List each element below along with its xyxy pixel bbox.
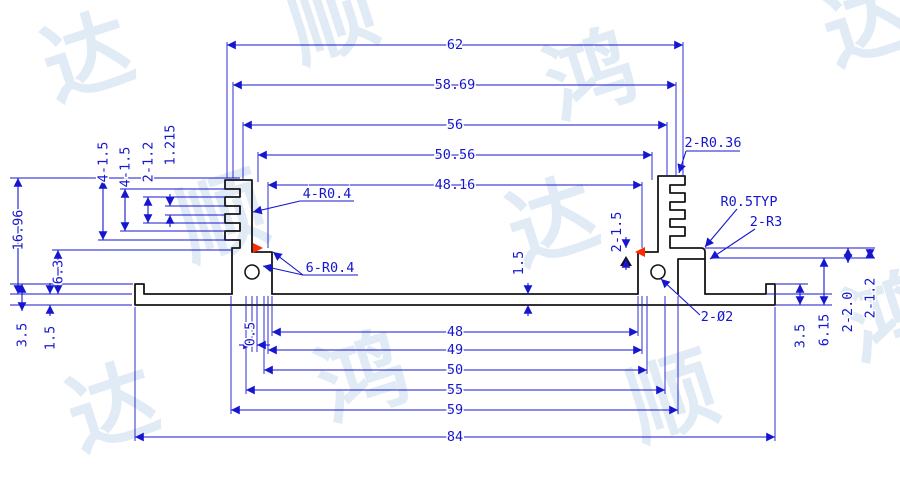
dim-50.56: 50.56 (435, 147, 476, 163)
left-screw-hole (244, 264, 260, 280)
watermark-glyph: 鸿 (533, 13, 649, 138)
dim-1.5-mid: 1.5 (511, 251, 527, 275)
dim-6.3: 6.3 (51, 260, 67, 284)
dim-48.16: 48.16 (435, 177, 476, 193)
dim-1.215: 1.215 (163, 125, 179, 166)
extension-lines (10, 42, 875, 441)
label-2-dia2: 2-Ø2 (701, 309, 734, 325)
watermark-glyph: 达 (810, 0, 900, 85)
dim-50: 50 (447, 362, 463, 378)
label-6-R0.4: 6-R0.4 (306, 260, 355, 276)
dim-16.96: 16.96 (11, 210, 27, 251)
dim-58.69: 58.69 (435, 77, 476, 93)
watermark-glyph: 达 (55, 345, 171, 470)
dim-59: 59 (447, 402, 463, 418)
profile-geometry (134, 175, 776, 306)
watermark-glyph: 达 (30, 0, 146, 120)
base-plate (134, 283, 776, 306)
red-mark-right (635, 247, 645, 257)
leader-lines (252, 150, 756, 316)
label-R0.5TYP: R0.5TYP (721, 194, 778, 210)
watermark-glyph: 鸿 (305, 315, 421, 440)
dimension-lines (13, 40, 875, 442)
dim-55: 55 (447, 382, 463, 398)
dim-56: 56 (447, 117, 463, 133)
watermark: 达 顺 鸿 达 顺 达 鸿 顺 鸿 达 (30, 0, 900, 470)
left-fin-tower (224, 179, 273, 295)
right-fin-tower (637, 175, 706, 295)
watermark-glyph: 顺 (615, 335, 731, 460)
dim-1.5-left: 1.5 (43, 326, 59, 350)
dim-84: 84 (447, 429, 463, 445)
dim-3.5-right: 3.5 (793, 324, 809, 348)
dim-2-1.5: 2-1.5 (609, 212, 625, 253)
label-2-R0.36: 2-R0.36 (685, 135, 742, 151)
dim-2-1.2-left: 2-1.2 (141, 142, 157, 183)
dim-48: 48 (447, 324, 463, 340)
dim-6.15: 6.15 (817, 314, 833, 347)
dim-2-1.2-right: 2-1.2 (863, 278, 879, 319)
right-screw-hole (650, 264, 666, 280)
dim-0.5: 0.5 (243, 322, 259, 346)
label-2-R3: 2-R3 (750, 214, 783, 230)
dim-4-1.5-b: 4-1.5 (118, 147, 134, 188)
label-4-R0.4: 4-R0.4 (303, 186, 352, 202)
dim-49: 49 (447, 342, 463, 358)
watermark-glyph: 顺 (165, 155, 281, 280)
dim-62: 62 (447, 37, 463, 53)
red-mark-left (253, 243, 263, 253)
dim-3.5-left: 3.5 (15, 323, 31, 347)
dim-2-2.0: 2-2.0 (840, 292, 856, 333)
dim-4-1.5-a: 4-1.5 (96, 142, 112, 183)
right-foot-groove (677, 258, 706, 295)
watermark-glyph: 顺 (275, 0, 391, 82)
dimension-labels: 62 58.69 56 50.56 48.16 48 49 50 55 59 8… (9, 36, 880, 447)
